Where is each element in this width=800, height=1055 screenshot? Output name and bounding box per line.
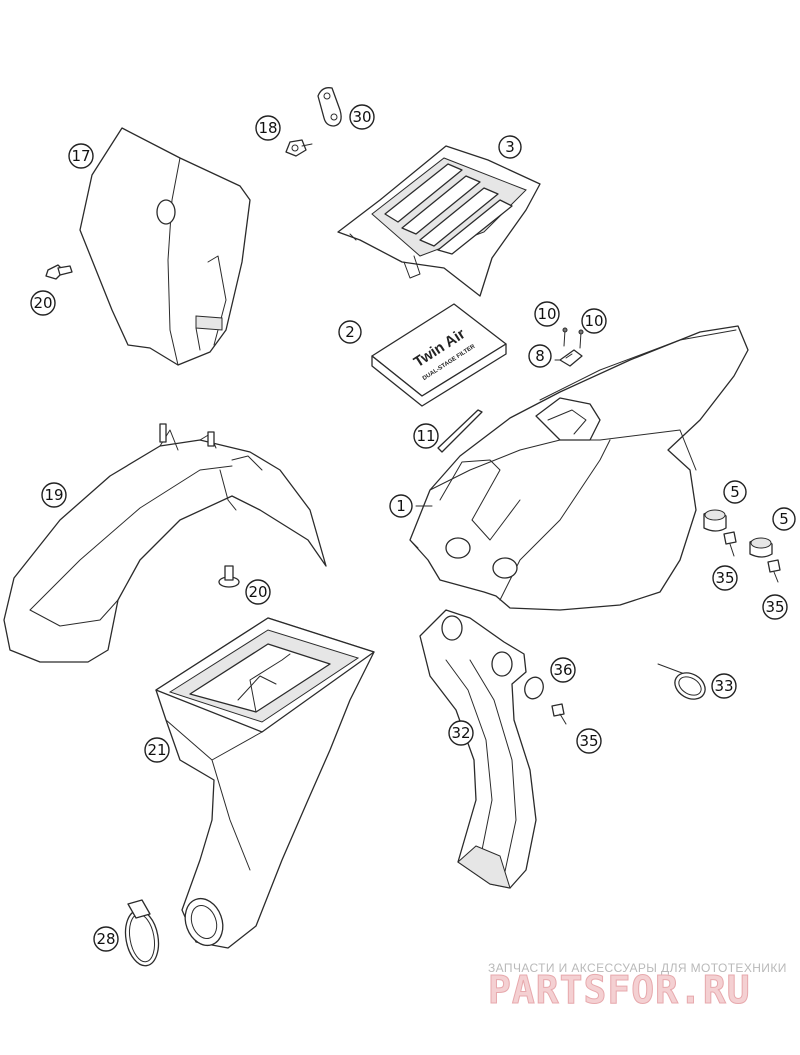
callout-35-lower: 35 <box>576 728 602 754</box>
screw-20-top <box>45 264 73 280</box>
pin-10-left <box>562 327 568 347</box>
callout-20-middle: 20 <box>245 579 271 605</box>
callout-5-right: 5 <box>772 507 796 531</box>
svg-text:30: 30 <box>352 108 371 126</box>
svg-text:3: 3 <box>505 138 515 156</box>
grommet-5-right <box>749 537 773 558</box>
callout-20-top: 20 <box>30 290 56 316</box>
front-fender <box>3 423 327 663</box>
svg-text:20: 20 <box>248 583 267 601</box>
decal-strip-11 <box>437 409 483 453</box>
svg-text:35: 35 <box>765 598 784 616</box>
screw-35-left <box>723 531 737 557</box>
callout-33: 33 <box>711 673 737 699</box>
callout-32: 32 <box>448 720 474 746</box>
pin-10-right <box>578 329 584 349</box>
svg-text:36: 36 <box>553 661 572 679</box>
front-number-plate <box>79 127 251 366</box>
callout-17: 17 <box>68 143 94 169</box>
hose-clamp-28 <box>124 899 160 967</box>
svg-text:10: 10 <box>584 312 603 330</box>
callout-21: 21 <box>144 737 170 763</box>
svg-text:35: 35 <box>579 732 598 750</box>
screw-18 <box>285 139 313 157</box>
callout-36: 36 <box>550 657 576 683</box>
plate-30 <box>317 87 342 127</box>
callout-35-left: 35 <box>712 565 738 591</box>
svg-text:35: 35 <box>715 569 734 587</box>
callout-10-right: 10 <box>581 308 607 334</box>
svg-text:10: 10 <box>537 305 556 323</box>
callout-8: 8 <box>528 344 552 368</box>
svg-text:18: 18 <box>258 119 277 137</box>
svg-text:5: 5 <box>730 483 740 501</box>
svg-text:28: 28 <box>96 930 115 948</box>
callout-35-right: 35 <box>762 594 788 620</box>
svg-text:2: 2 <box>345 323 355 341</box>
screw-35-lower <box>551 703 567 725</box>
svg-text:32: 32 <box>451 724 470 742</box>
grommet-36 <box>524 676 544 700</box>
grommet-5-left <box>703 509 727 532</box>
svg-text:33: 33 <box>714 677 733 695</box>
twin-air-filter-box: Twin Air DUAL-STAGE FILTER <box>371 303 507 407</box>
svg-text:8: 8 <box>535 347 545 365</box>
svg-text:17: 17 <box>71 147 90 165</box>
callout-11: 11 <box>413 423 439 449</box>
watermark-brand: PARTSFOR.RU <box>488 968 751 1012</box>
air-intake-duct <box>155 617 375 949</box>
rear-fender <box>409 325 749 611</box>
callout-10-left: 10 <box>534 301 560 327</box>
callout-18: 18 <box>255 115 281 141</box>
callout-30: 30 <box>349 104 375 130</box>
svg-text:5: 5 <box>779 510 789 528</box>
callout-28: 28 <box>93 926 119 952</box>
callout-3: 3 <box>498 135 522 159</box>
svg-text:20: 20 <box>33 294 52 312</box>
clip-8 <box>559 349 583 367</box>
cable-tie-33 <box>657 663 706 700</box>
screw-20-middle <box>218 565 240 588</box>
watermark: ЗАПЧАСТИ И АКСЕССУАРЫ ДЛЯ МОТОТЕХНИКИ PA… <box>488 961 787 1013</box>
leader-lines <box>415 359 561 507</box>
svg-text:1: 1 <box>396 497 406 515</box>
svg-text:19: 19 <box>44 486 63 504</box>
side-cover-32 <box>419 609 537 889</box>
screw-35-right <box>767 559 781 583</box>
watermark-tagline: ЗАПЧАСТИ И АКСЕССУАРЫ ДЛЯ МОТОТЕХНИКИ <box>488 961 787 975</box>
callout-5-left: 5 <box>723 480 747 504</box>
svg-text:11: 11 <box>416 427 435 445</box>
airbox-cover <box>337 145 541 297</box>
callout-1: 1 <box>389 494 413 518</box>
callout-2: 2 <box>338 320 362 344</box>
svg-text:21: 21 <box>147 741 166 759</box>
callout-19: 19 <box>41 482 67 508</box>
